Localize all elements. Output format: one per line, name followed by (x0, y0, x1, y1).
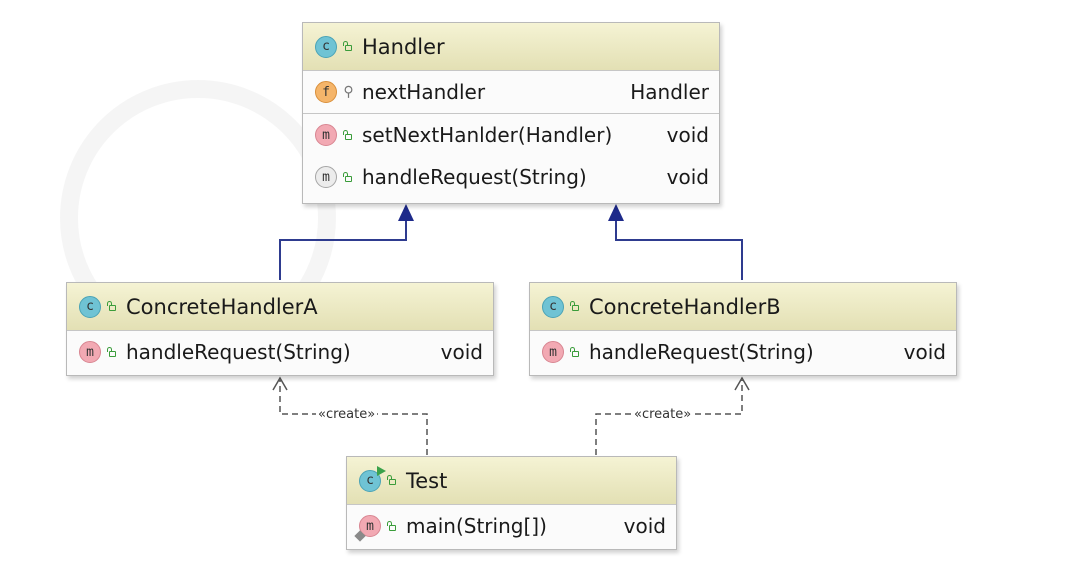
inheritance-a-to-handler (279, 204, 414, 280)
c-class-icon: c (542, 295, 564, 318)
field-name: nextHandler (362, 80, 486, 104)
class-test-header[interactable]: c Test (347, 457, 676, 505)
class-test[interactable]: c Test m main(String[]) void (346, 456, 677, 550)
method-return-type: void (440, 340, 483, 364)
method-name: handleRequest(String) (126, 340, 351, 364)
badge-letter: c (366, 473, 374, 488)
public-lock-icon (387, 520, 398, 532)
class-name: Test (406, 468, 448, 493)
class-concrete-handler-a-header[interactable]: c ConcreteHandlerA (67, 283, 493, 331)
badge-letter: m (366, 518, 374, 534)
class-concrete-handler-b-header[interactable]: c ConcreteHandlerB (530, 283, 956, 331)
method-return-type: void (623, 514, 666, 538)
method-return-type: void (903, 340, 946, 364)
f-field-icon: f (315, 81, 337, 103)
c-class-icon: c (79, 295, 101, 318)
m-method-icon: m (79, 341, 101, 363)
method-row[interactable]: m main(String[]) void (347, 505, 676, 547)
public-lock-icon (343, 41, 354, 52)
class-handler[interactable]: c Handler f ⚲ nextHandler Handler m setN… (302, 22, 720, 204)
public-lock-icon (570, 346, 581, 358)
m-method-icon: m (315, 124, 337, 146)
class-handler-header[interactable]: c Handler (303, 23, 719, 71)
method-row[interactable]: m handleRequest(String) void (67, 331, 493, 373)
inheritance-b-to-handler (608, 204, 743, 280)
class-name: Handler (362, 34, 445, 59)
method-name: handleRequest(String) (362, 165, 587, 189)
method-return-type: void (666, 123, 709, 147)
method-row[interactable]: m handleRequest(String) void (530, 331, 956, 373)
method-row[interactable]: m setNextHanlder(Handler) void (303, 114, 719, 156)
run-arrow-icon (377, 465, 386, 476)
create-label-left: «create» (316, 407, 378, 422)
field-type: Handler (630, 80, 709, 104)
m-method-icon: m (542, 341, 564, 363)
public-lock-icon (107, 301, 118, 312)
public-lock-icon (387, 475, 398, 486)
class-concrete-handler-b[interactable]: c ConcreteHandlerB m handleRequest(Strin… (529, 282, 957, 376)
method-name: main(String[]) (406, 514, 547, 538)
m-abstract-method-icon: m (315, 166, 337, 188)
method-name: setNextHanlder(Handler) (362, 123, 613, 147)
public-lock-icon (107, 346, 118, 358)
fields-section: f ⚲ nextHandler Handler (303, 71, 719, 114)
methods-section: m main(String[]) void (347, 505, 676, 547)
methods-section: m handleRequest(String) void (67, 331, 493, 373)
private-key-icon: ⚲ (343, 83, 354, 100)
create-label-right: «create» (632, 407, 694, 422)
class-name: ConcreteHandlerB (589, 294, 781, 319)
c-runnable-class-icon: c (359, 465, 386, 492)
method-name: handleRequest(String) (589, 340, 814, 364)
field-row[interactable]: f ⚲ nextHandler Handler (303, 71, 719, 113)
method-row[interactable]: m handleRequest(String) void (303, 156, 719, 198)
public-lock-icon (343, 129, 354, 141)
c-class-icon: c (315, 35, 337, 58)
methods-section: m setNextHanlder(Handler) void m handleR… (303, 114, 719, 198)
public-lock-icon (570, 301, 581, 312)
class-name: ConcreteHandlerA (126, 294, 318, 319)
m-static-method-icon: m (354, 515, 381, 542)
method-return-type: void (666, 165, 709, 189)
methods-section: m handleRequest(String) void (530, 331, 956, 373)
class-concrete-handler-a[interactable]: c ConcreteHandlerA m handleRequest(Strin… (66, 282, 494, 376)
public-lock-icon (343, 171, 354, 183)
static-marker-icon (354, 530, 366, 542)
